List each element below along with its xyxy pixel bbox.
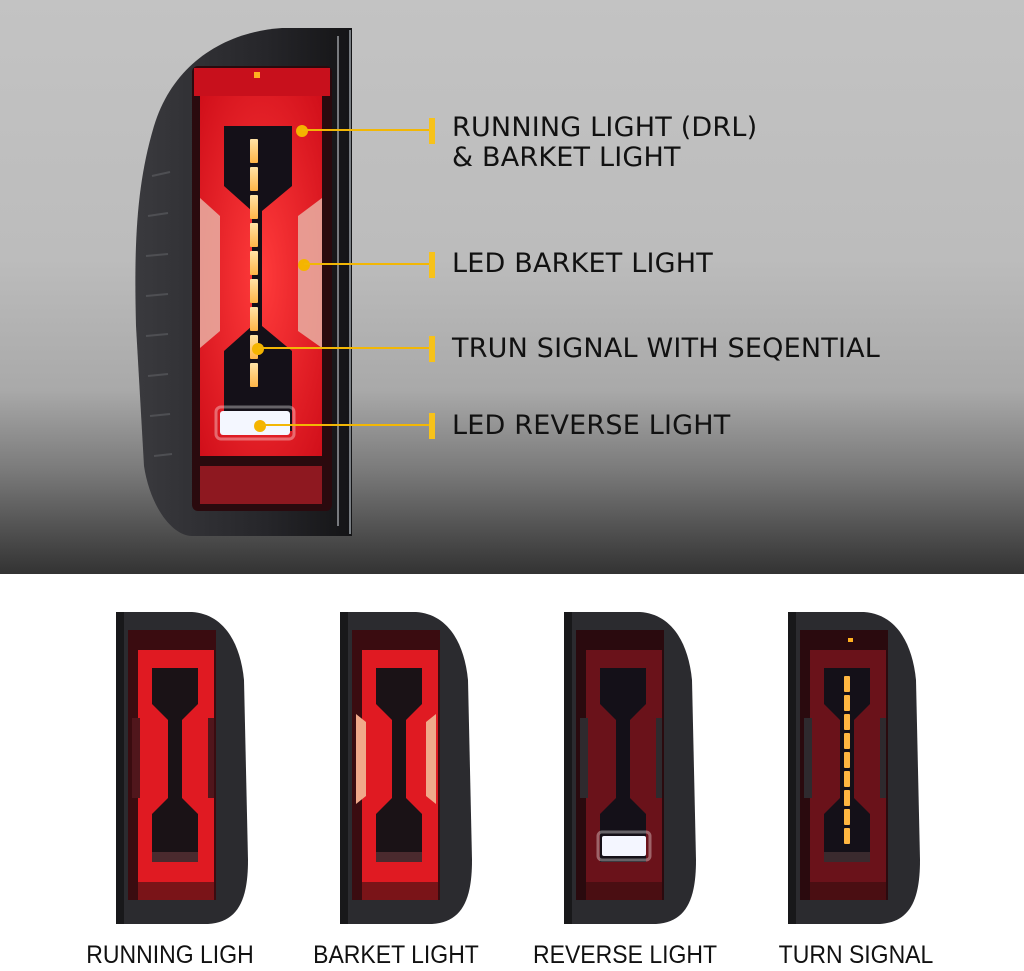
mode-gallery: RUNNING LIGH BARKET LIGHT (0, 574, 1024, 971)
callout-leader-line (258, 347, 432, 349)
gallery-caption-reverse: REVERSE LIGHT (533, 941, 718, 969)
callout-dot (298, 259, 310, 271)
callout-label: LED REVERSE LIGHT (452, 410, 731, 441)
callout-dot (296, 125, 308, 137)
tail-light-main-image (135, 28, 352, 536)
callout-dot (252, 343, 264, 355)
gallery-item-running (112, 610, 252, 926)
callout-label-line-2: & BARKET LIGHT (452, 142, 681, 173)
callout-marker (429, 336, 435, 362)
callout-leader-line (302, 129, 432, 131)
callout-label-line-1: RUNNING LIGHT (DRL) (452, 112, 758, 143)
callout-leader-line (304, 263, 432, 265)
callout-marker (429, 118, 435, 144)
gallery-caption-barket: BARKET LIGHT (313, 941, 479, 969)
callout-leader-line (260, 424, 432, 426)
gallery-item-turn (784, 610, 924, 926)
gallery-caption-turn: TURN SIGNAL (778, 941, 934, 969)
callout-marker (429, 413, 435, 439)
gallery-caption-running: RUNNING LIGH (86, 941, 254, 969)
gallery-item-reverse (560, 610, 700, 926)
callout-dot (254, 420, 266, 432)
hero-panel: RUNNING LIGHT (DRL) & BARKET LIGHT LED B… (0, 0, 1024, 574)
tail-light-reverse-image (564, 612, 696, 924)
callout-label: LED BARKET LIGHT (452, 248, 713, 279)
callout-marker (429, 252, 435, 278)
gallery-item-barket (336, 610, 476, 926)
callout-label: TRUN SIGNAL WITH SEQENTIAL (452, 333, 881, 364)
tail-light-barket-image (340, 612, 472, 924)
tail-light-turn-image (788, 612, 920, 924)
tail-light-running-image (116, 612, 248, 924)
